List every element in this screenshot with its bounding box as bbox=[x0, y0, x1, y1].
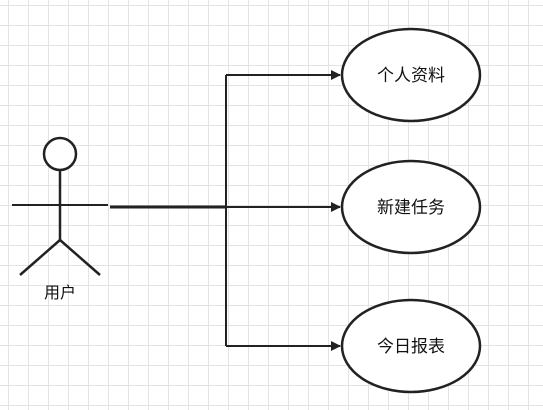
actor-figure[interactable]: 用户 bbox=[12, 136, 108, 302]
actor-label: 用户 bbox=[44, 283, 76, 302]
use-case-label: 个人资料 bbox=[377, 66, 445, 86]
use-case-label: 今日报表 bbox=[377, 337, 445, 357]
connectors bbox=[110, 70, 341, 351]
use-case-new-task[interactable]: 新建任务 bbox=[340, 159, 482, 255]
use-case-ellipse bbox=[340, 27, 482, 123]
use-case-daily-report[interactable]: 今日报表 bbox=[340, 298, 482, 394]
use-case-profile[interactable]: 个人资料 bbox=[340, 27, 482, 123]
use-case-ellipse bbox=[340, 159, 482, 255]
actor-left-leg bbox=[19, 239, 61, 276]
actor-right-leg bbox=[59, 239, 101, 276]
use-case-ellipse bbox=[340, 298, 482, 394]
actor-head bbox=[42, 136, 78, 172]
use-case-label: 新建任务 bbox=[377, 198, 445, 218]
